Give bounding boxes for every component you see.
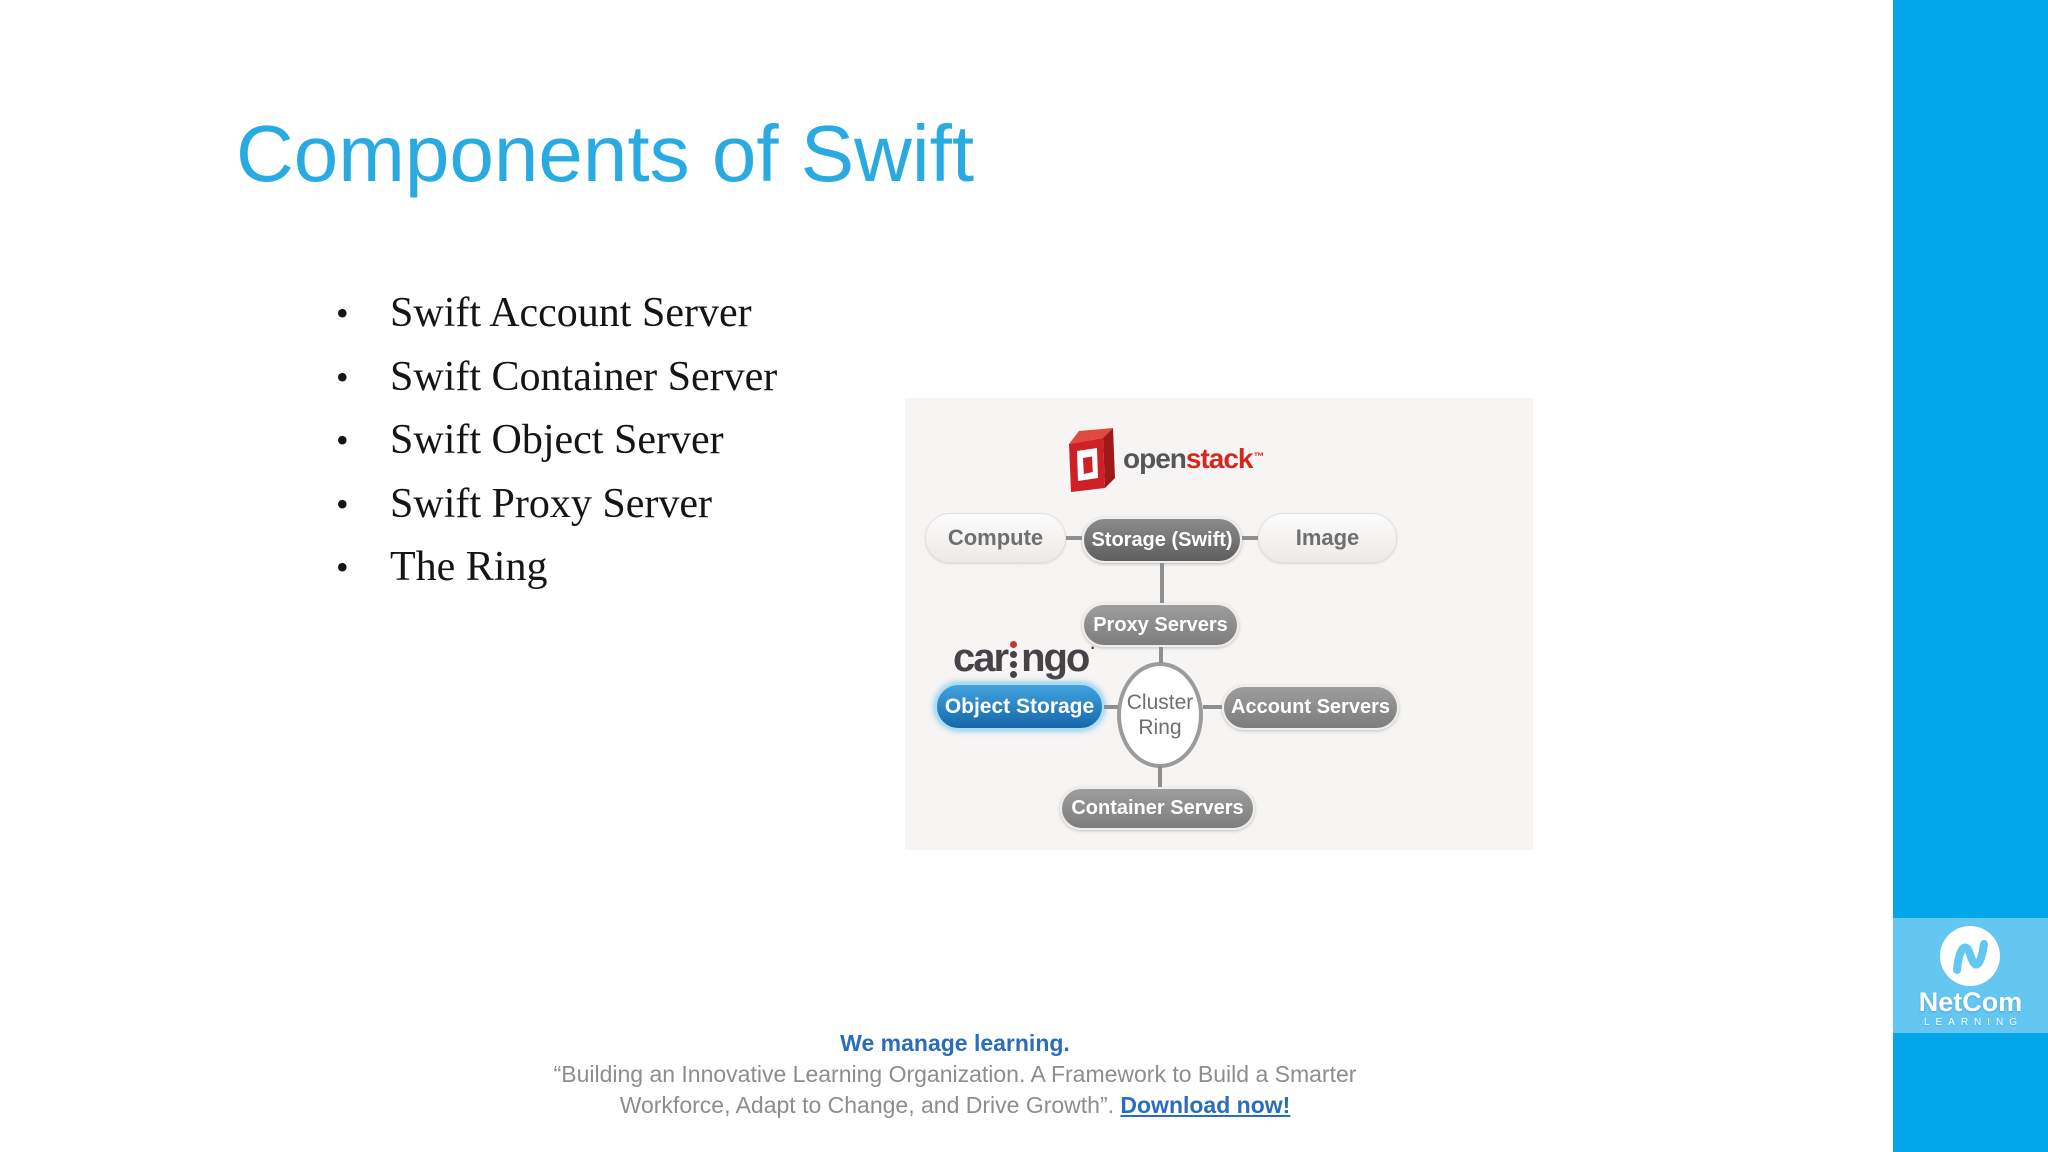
caringo-registered-dot: · (1090, 640, 1096, 657)
cluster-ring-label-line1: Cluster (1126, 691, 1194, 714)
list-item: Swift Object Server (336, 409, 777, 473)
node-object-storage: Object Storage (935, 683, 1104, 730)
list-item: Swift Container Server (336, 346, 777, 410)
caringo-logo-ngo: ngo (1021, 636, 1090, 680)
footer: We manage learning. “Building an Innovat… (0, 1028, 1910, 1121)
node-proxy-servers: Proxy Servers (1082, 603, 1239, 647)
footer-quote-line2-text: Workforce, Adapt to Change, and Drive Gr… (619, 1092, 1121, 1118)
download-now-link[interactable]: Download now! (1120, 1092, 1291, 1118)
footer-tagline: We manage learning. (840, 1030, 1070, 1056)
openstack-cube-icon (1069, 428, 1115, 492)
connector-objectstorage-ring (1104, 705, 1118, 709)
footer-quote-line1: “Building an Innovative Learning Organiz… (553, 1061, 1357, 1087)
node-account-servers: Account Servers (1222, 685, 1399, 730)
page-title: Components of Swift (236, 109, 975, 198)
node-cluster-ring: Cluster Ring (1117, 662, 1203, 768)
caringo-logo-car: car (953, 636, 1009, 680)
connector-ring-account (1203, 705, 1222, 709)
caringo-dotted-i-icon (1009, 641, 1019, 679)
connector-ring-container (1158, 766, 1162, 787)
openstack-wordmark-open: open (1123, 443, 1187, 474)
node-container-servers: Container Servers (1060, 787, 1255, 830)
list-item: Swift Account Server (336, 282, 777, 346)
connector-storage-image (1242, 536, 1258, 540)
netcom-brand-subtitle: LEARNING (1923, 1017, 2024, 1028)
netcom-logo-block: NetCom LEARNING (1893, 918, 2048, 1033)
netcom-brand-name: NetCom (1918, 987, 2023, 1017)
cluster-ring-label-line2: Ring (1138, 716, 1182, 739)
trademark-symbol: ™ (1253, 451, 1265, 463)
netcom-swoosh-icon (1940, 926, 2000, 986)
node-compute: Compute (925, 513, 1066, 563)
openstack-wordmark-stack: stack (1185, 443, 1254, 474)
node-storage-swift: Storage (Swift) (1082, 517, 1242, 563)
list-item: The Ring (336, 536, 777, 600)
brand-sidebar: NetCom LEARNING (1893, 0, 2048, 1152)
connector-compute-storage (1066, 536, 1082, 540)
connector-proxy-ring (1159, 647, 1163, 663)
list-item: Swift Proxy Server (336, 473, 777, 537)
node-image: Image (1258, 513, 1397, 563)
footer-quote-line2: Workforce, Adapt to Change, and Drive Gr… (0, 1090, 1910, 1121)
connector-storage-proxy (1160, 563, 1164, 603)
bullet-list: Swift Account Server Swift Container Ser… (336, 282, 777, 600)
